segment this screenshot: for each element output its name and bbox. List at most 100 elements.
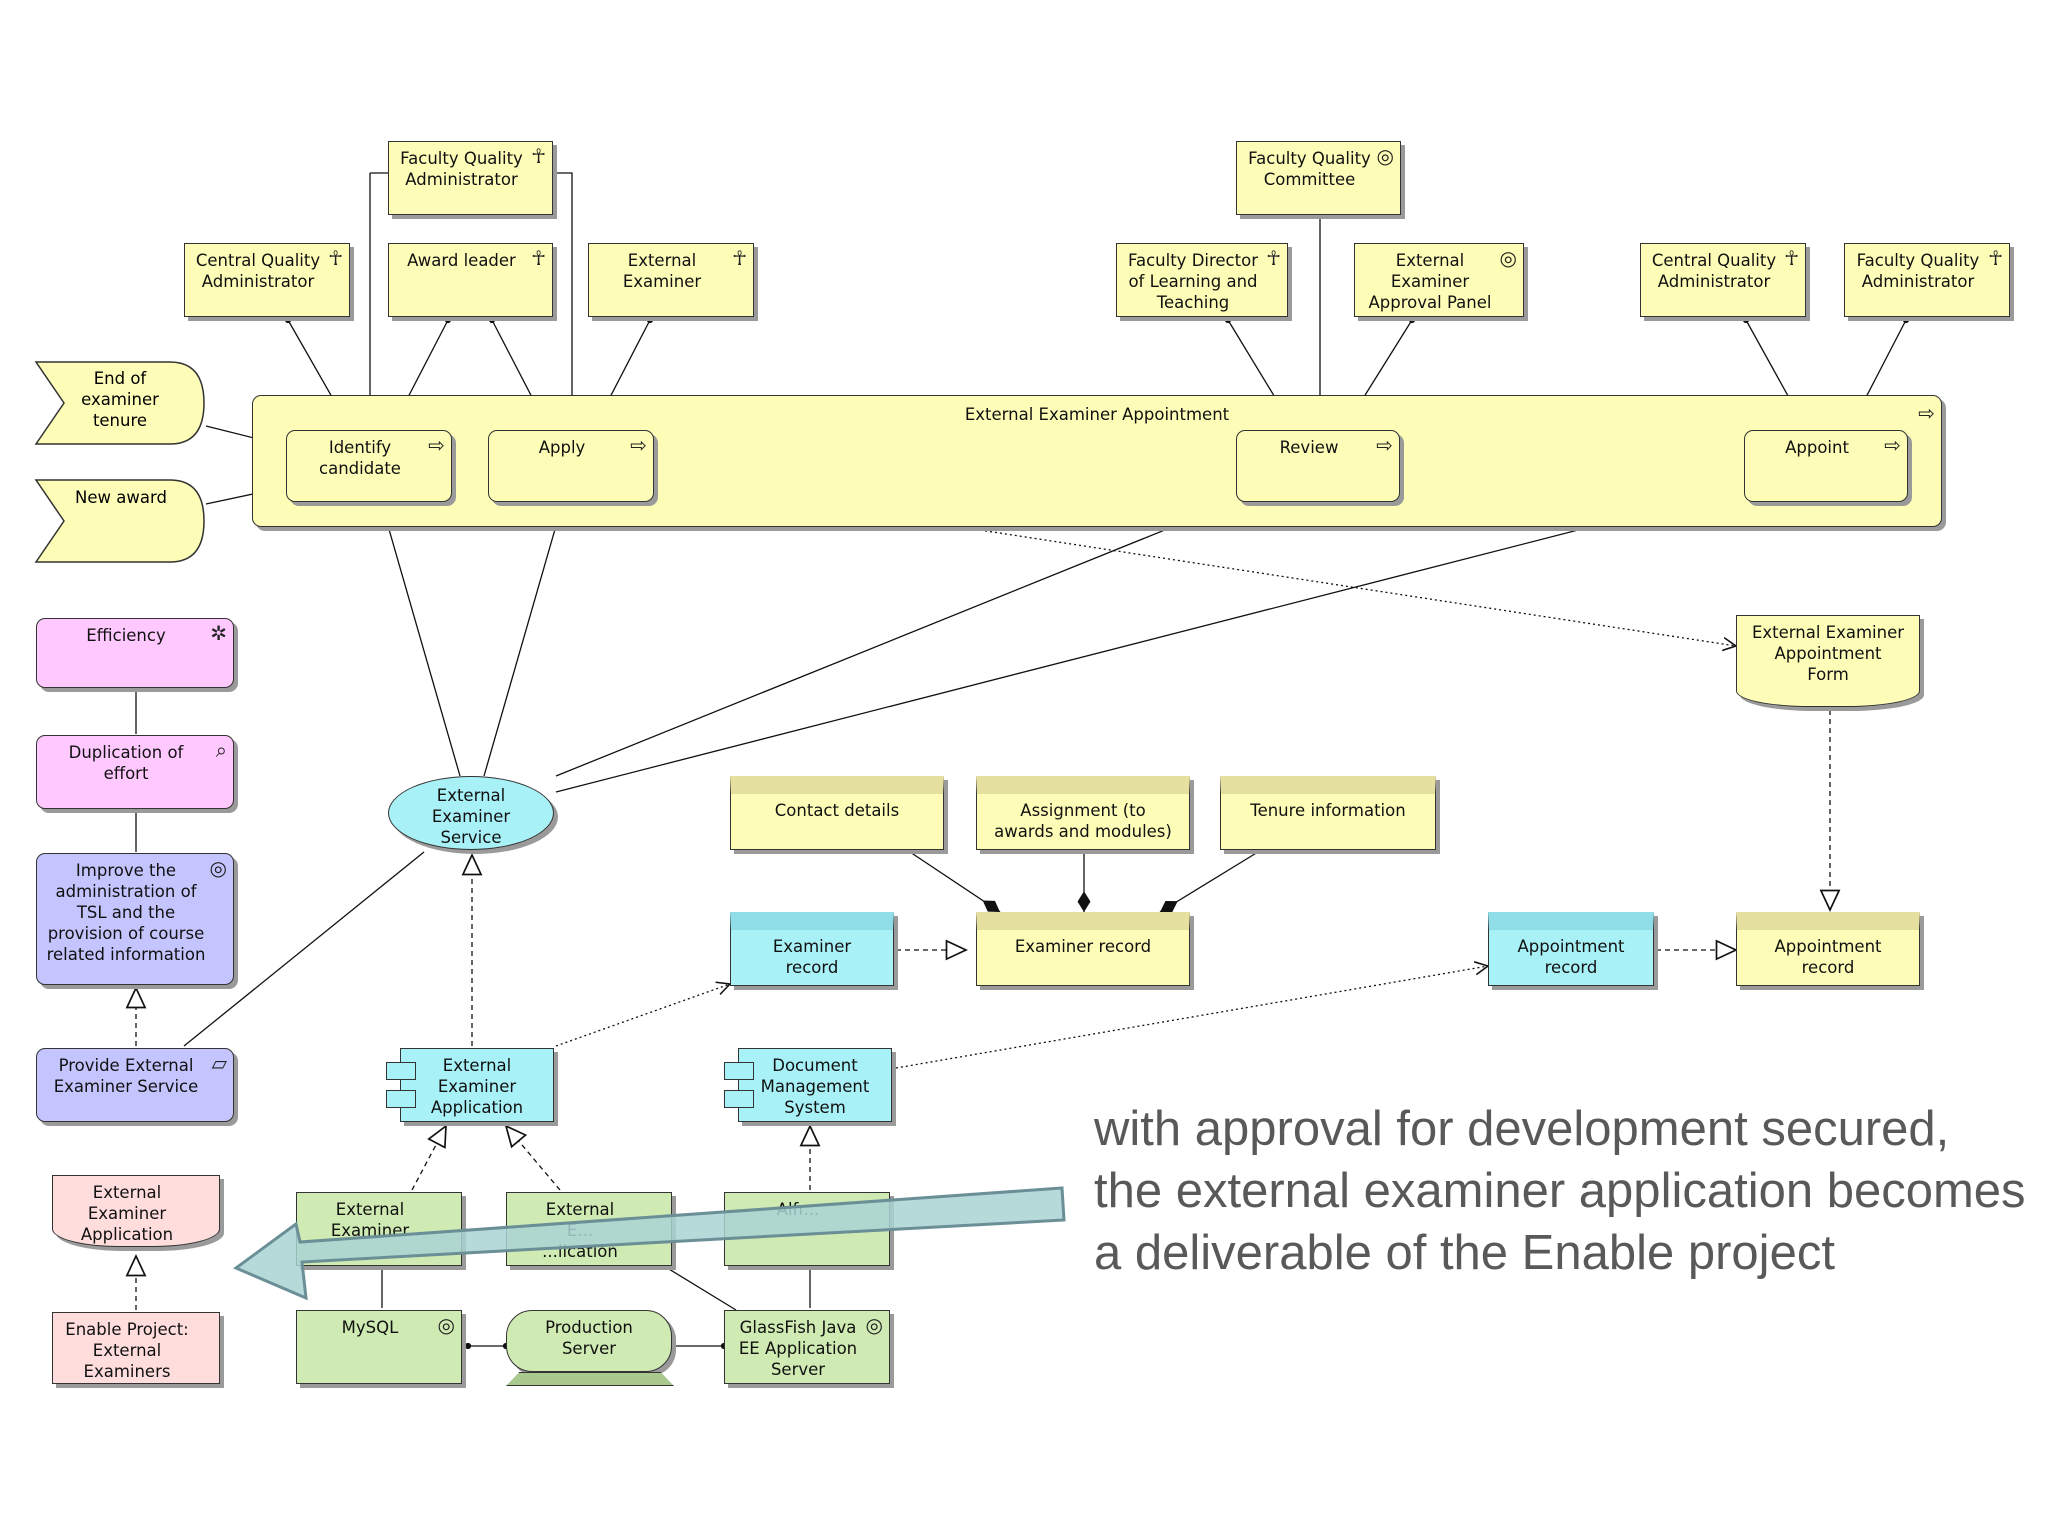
collaboration-label: Faculty Quality Committee	[1248, 149, 1371, 189]
device-label: Production Server	[545, 1318, 633, 1358]
component-document-management-system: Document Management System	[738, 1048, 892, 1122]
actor-faculty-quality-administrator-top: Faculty Quality Administrator ☥	[388, 141, 553, 215]
goal-improve-administration: Improve the administration of TSL and th…	[36, 853, 234, 985]
data-object-appointment-record: Appointment record	[1488, 912, 1654, 986]
collaboration-icon: ◎	[1376, 144, 1394, 168]
event-new-award-shape	[34, 479, 205, 563]
actor-label: Central Quality Administrator	[1651, 251, 1777, 291]
process-label: Appoint	[1785, 438, 1849, 457]
component-external-examiner-application: External Examiner Application	[400, 1048, 554, 1122]
system-software-label: MySQL	[341, 1318, 399, 1337]
deliverable-label: External Examiner Application	[80, 1183, 174, 1244]
component-icon	[386, 1090, 416, 1108]
service-external-examiner: External Examiner Service	[388, 776, 554, 850]
business-object-assignment: Assignment (to awards and modules)	[976, 776, 1190, 850]
highlight-arrow-shape	[232, 1186, 1066, 1301]
goal-label: Improve the administration of TSL and th…	[46, 861, 206, 964]
actor-award-leader: Award leader ☥	[388, 243, 553, 317]
magnifier-icon: ⌕	[215, 738, 227, 762]
system-software-label: GlassFish Java EE Application Server	[738, 1318, 858, 1379]
system-software-icon: ◎	[865, 1313, 883, 1337]
event-end-of-tenure-shape	[34, 361, 205, 445]
assessment-duplication: Duplication of effort ⌕	[36, 735, 234, 809]
actor-faculty-quality-administrator-right: Faculty Quality Administrator ☥	[1844, 243, 2010, 317]
process-icon: ⇨	[1884, 433, 1901, 457]
actor-central-quality-administrator-left: Central Quality Administrator ☥	[184, 243, 350, 317]
collaboration-faculty-quality-committee: Faculty Quality Committee◎	[1236, 141, 1401, 215]
event-new-award-label: New award	[75, 488, 167, 507]
actor-icon: ☥	[531, 144, 546, 168]
collaboration-icon: ◎	[1499, 246, 1517, 270]
object-label: Tenure information	[1250, 801, 1406, 820]
actor-icon: ☥	[1784, 246, 1799, 270]
object-label: Appointment record	[1517, 937, 1625, 977]
object-label: Assignment (to awards and modules)	[994, 801, 1172, 841]
actor-label: Central Quality Administrator	[195, 251, 321, 291]
event-end-of-tenure-label: End of examiner tenure	[81, 369, 159, 430]
component-icon	[724, 1062, 754, 1080]
process-icon: ⇨	[630, 433, 647, 457]
parallelogram-icon: ▱	[211, 1051, 227, 1075]
driver-label: Efficiency	[86, 626, 166, 645]
process-appoint: Appoint ⇨	[1744, 430, 1908, 502]
actor-icon: ☥	[1988, 246, 2003, 270]
group-title: External Examiner Appointment	[964, 405, 1230, 424]
process-label: Review	[1279, 438, 1339, 457]
object-label: Examiner record	[772, 937, 852, 977]
slide-caption: with approval for development secured, t…	[1094, 1102, 2026, 1280]
process-icon: ⇨	[1376, 433, 1393, 457]
driver-efficiency: Efficiency ✲	[36, 618, 234, 688]
business-object-tenure: Tenure information	[1220, 776, 1436, 850]
representation-label: External Examiner Appointment Form	[1751, 623, 1905, 684]
actor-icon: ☥	[328, 246, 343, 270]
component-icon	[386, 1062, 416, 1080]
process-label: Identify candidate	[319, 438, 401, 478]
driver-icon: ✲	[210, 621, 227, 645]
object-label: Appointment record	[1774, 937, 1882, 977]
actor-icon: ☥	[732, 246, 747, 270]
work-package-enable-project: Enable Project: External Examiners	[52, 1312, 220, 1384]
actor-label: Faculty Quality Administrator	[1856, 251, 1980, 291]
process-icon: ⇨	[428, 433, 445, 457]
representation-appointment-form: External Examiner Appointment Form	[1736, 615, 1920, 707]
actor-icon: ☥	[1266, 246, 1281, 270]
deliverable-external-examiner-application: External Examiner Application	[52, 1175, 220, 1247]
object-label: Examiner record	[1014, 937, 1152, 956]
device-production-server: Production Server	[506, 1310, 672, 1372]
assessment-label: Duplication of effort	[68, 743, 184, 783]
actor-external-examiner: External Examiner ☥	[588, 243, 754, 317]
actor-label: External Examiner	[622, 251, 702, 291]
actor-label: Award leader	[407, 251, 516, 270]
process-identify-candidate: Identify candidate ⇨	[286, 430, 452, 502]
object-label: Contact details	[774, 801, 900, 820]
actor-icon: ☥	[531, 246, 546, 270]
group-external-examiner-appointment: External Examiner Appointment ⇨	[252, 395, 1942, 527]
component-label: Document Management System	[760, 1056, 870, 1117]
service-label: External Examiner Service	[431, 786, 511, 847]
requirement-label: Provide External Examiner Service	[53, 1056, 199, 1096]
business-object-contact-details: Contact details	[730, 776, 944, 850]
actor-label: Faculty Quality Administrator	[400, 149, 523, 189]
data-object-examiner-record: Examiner record	[730, 912, 894, 986]
system-software-mysql: MySQL ◎	[296, 1310, 462, 1384]
work-package-label: Enable Project: External Examiners	[65, 1320, 189, 1381]
collaboration-label: External Examiner Approval Panel	[1368, 251, 1492, 312]
process-review: Review ⇨	[1236, 430, 1400, 502]
component-icon	[724, 1090, 754, 1108]
actor-faculty-director: Faculty Director of Learning and Teachin…	[1116, 243, 1288, 317]
system-software-icon: ◎	[437, 1313, 455, 1337]
actor-central-quality-administrator-right: Central Quality Administrator ☥	[1640, 243, 1806, 317]
collaboration-approval-panel: External Examiner Approval Panel ◎	[1354, 243, 1524, 317]
component-label: External Examiner Application	[430, 1056, 524, 1117]
system-software-glassfish: GlassFish Java EE Application Server ◎	[724, 1310, 890, 1384]
process-label: Apply	[538, 438, 586, 457]
actor-label: Faculty Director of Learning and Teachin…	[1128, 251, 1258, 312]
process-apply: Apply ⇨	[488, 430, 654, 502]
process-icon: ⇨	[1918, 401, 1935, 425]
business-object-examiner-record: Examiner record	[976, 912, 1190, 986]
target-icon: ◎	[209, 856, 227, 880]
requirement-provide-service: Provide External Examiner Service ▱	[36, 1048, 234, 1122]
